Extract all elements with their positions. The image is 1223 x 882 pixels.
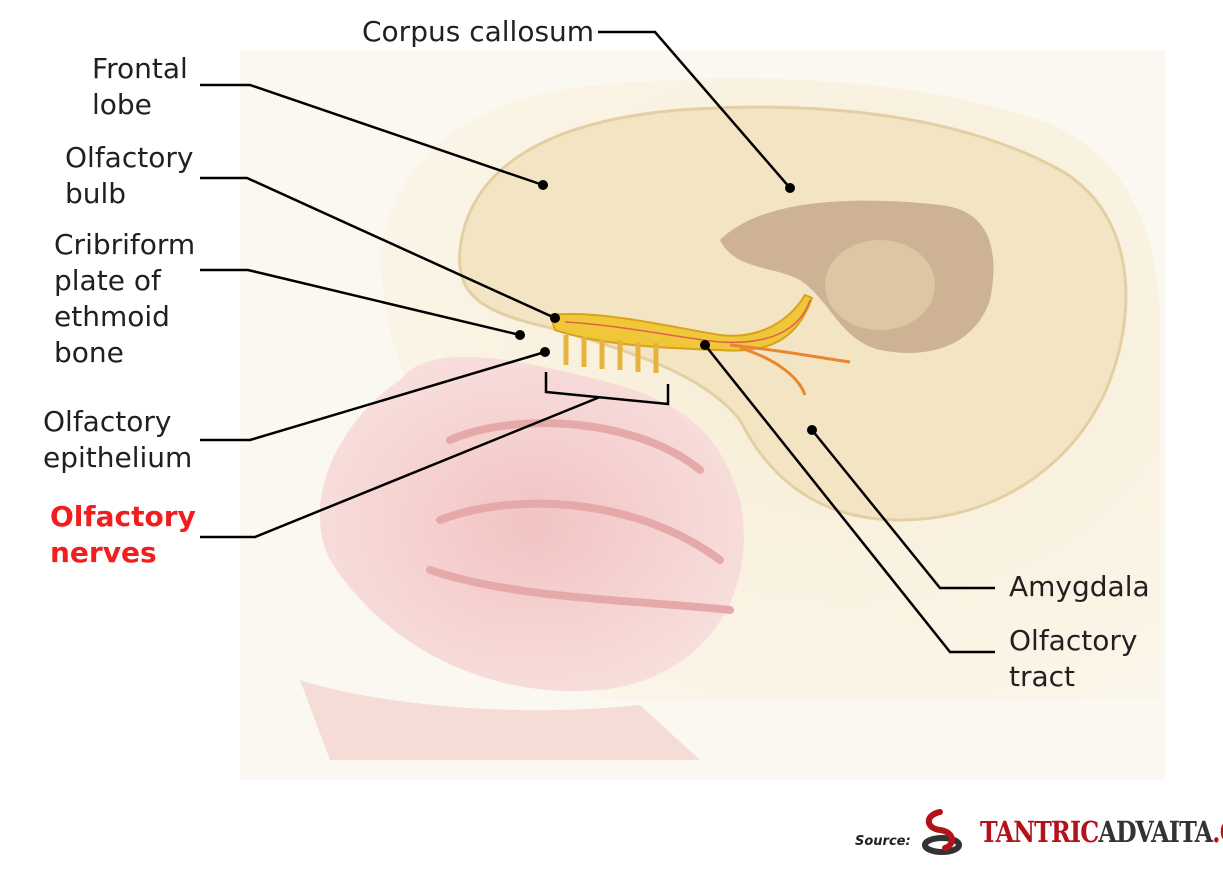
- label-cribriform-plate: Cribriform plate of ethmoid bone: [54, 228, 196, 369]
- leader-lines: [200, 30, 995, 654]
- label-olfactory-bulb: Olfactory bulb: [65, 141, 194, 210]
- leader-olfactory-tract: [704, 344, 995, 654]
- leader-corpus-callosum: [598, 30, 791, 189]
- olfactory-tract-red-line: [564, 299, 811, 344]
- olfactory-bulb-and-tract: [548, 293, 814, 352]
- olfactory-nerve-fibers: [563, 335, 659, 373]
- leader-cribriform-plate: [200, 268, 521, 337]
- leader-olfactory-bulb: [200, 176, 556, 320]
- leader-dots: [515, 180, 817, 435]
- mouth-region: [300, 680, 700, 760]
- label-corpus-callosum: Corpus callosum: [362, 15, 595, 48]
- nasal-concha: [426, 566, 734, 614]
- olfactory-nerves-bracket: [544, 372, 670, 406]
- leader-olfactory-epithelium: [200, 350, 546, 442]
- source-brand-link[interactable]: TANTRICADVAITA.ORG: [980, 815, 1223, 849]
- label-olfactory-nerves: Olfactory nerves: [50, 500, 196, 569]
- brand-part-2: ADVAITA: [1098, 815, 1213, 849]
- label-olfactory-epithelium: Olfactory epithelium: [43, 405, 193, 474]
- label-olfactory-tract: Olfactory tract: [1009, 624, 1138, 693]
- nasal-concha: [436, 499, 724, 564]
- brand-part-1: TANTRIC: [980, 815, 1099, 849]
- nasal-concha: [446, 419, 704, 474]
- leader-frontal-lobe: [200, 83, 544, 187]
- olfactory-stria: [729, 343, 851, 396]
- label-frontal-lobe: Frontal lobe: [92, 52, 188, 121]
- thalamus: [825, 240, 935, 330]
- brand-part-3: .ORG: [1212, 815, 1223, 849]
- brand-logo-icon: [922, 809, 962, 855]
- label-amygdala: Amygdala: [1009, 570, 1150, 603]
- leader-olfactory-nerves: [200, 395, 601, 539]
- source-label: Source:: [855, 834, 911, 849]
- leader-amygdala: [811, 429, 995, 590]
